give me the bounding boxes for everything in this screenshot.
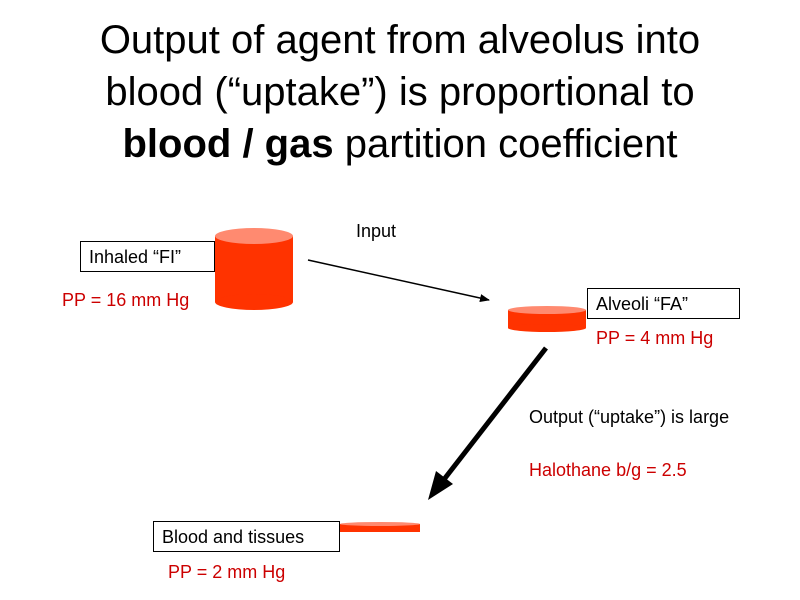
title-emphasis: blood / gas (122, 122, 334, 166)
blood-tissues-label: Blood and tissues (153, 521, 340, 552)
input-arrow (307, 259, 490, 302)
inhaled-label: Inhaled “FI” (80, 241, 215, 272)
title-line-2: blood (“uptake”) is proportional to (105, 70, 695, 114)
output-label: Output (“uptake”) is large (529, 407, 730, 427)
inhaled-pp: PP = 16 mm Hg (62, 290, 190, 310)
slide-title: Output of agent from alveolus into blood… (0, 14, 800, 170)
halothane-label: Halothane b/g = 2.5 (529, 460, 687, 480)
inhaled-cylinder (215, 228, 293, 310)
blood-pp: PP = 2 mm Hg (168, 562, 286, 582)
alveoli-cylinder (508, 306, 586, 332)
alveoli-pp: PP = 4 mm Hg (596, 328, 714, 348)
alveoli-label: Alveoli “FA” (587, 288, 740, 319)
input-label: Input (356, 221, 397, 241)
output-arrow (428, 346, 548, 500)
blood-cylinder (340, 522, 420, 532)
title-line-1: Output of agent from alveolus into (99, 18, 701, 62)
title-line-3: partition coefficient (333, 122, 678, 166)
